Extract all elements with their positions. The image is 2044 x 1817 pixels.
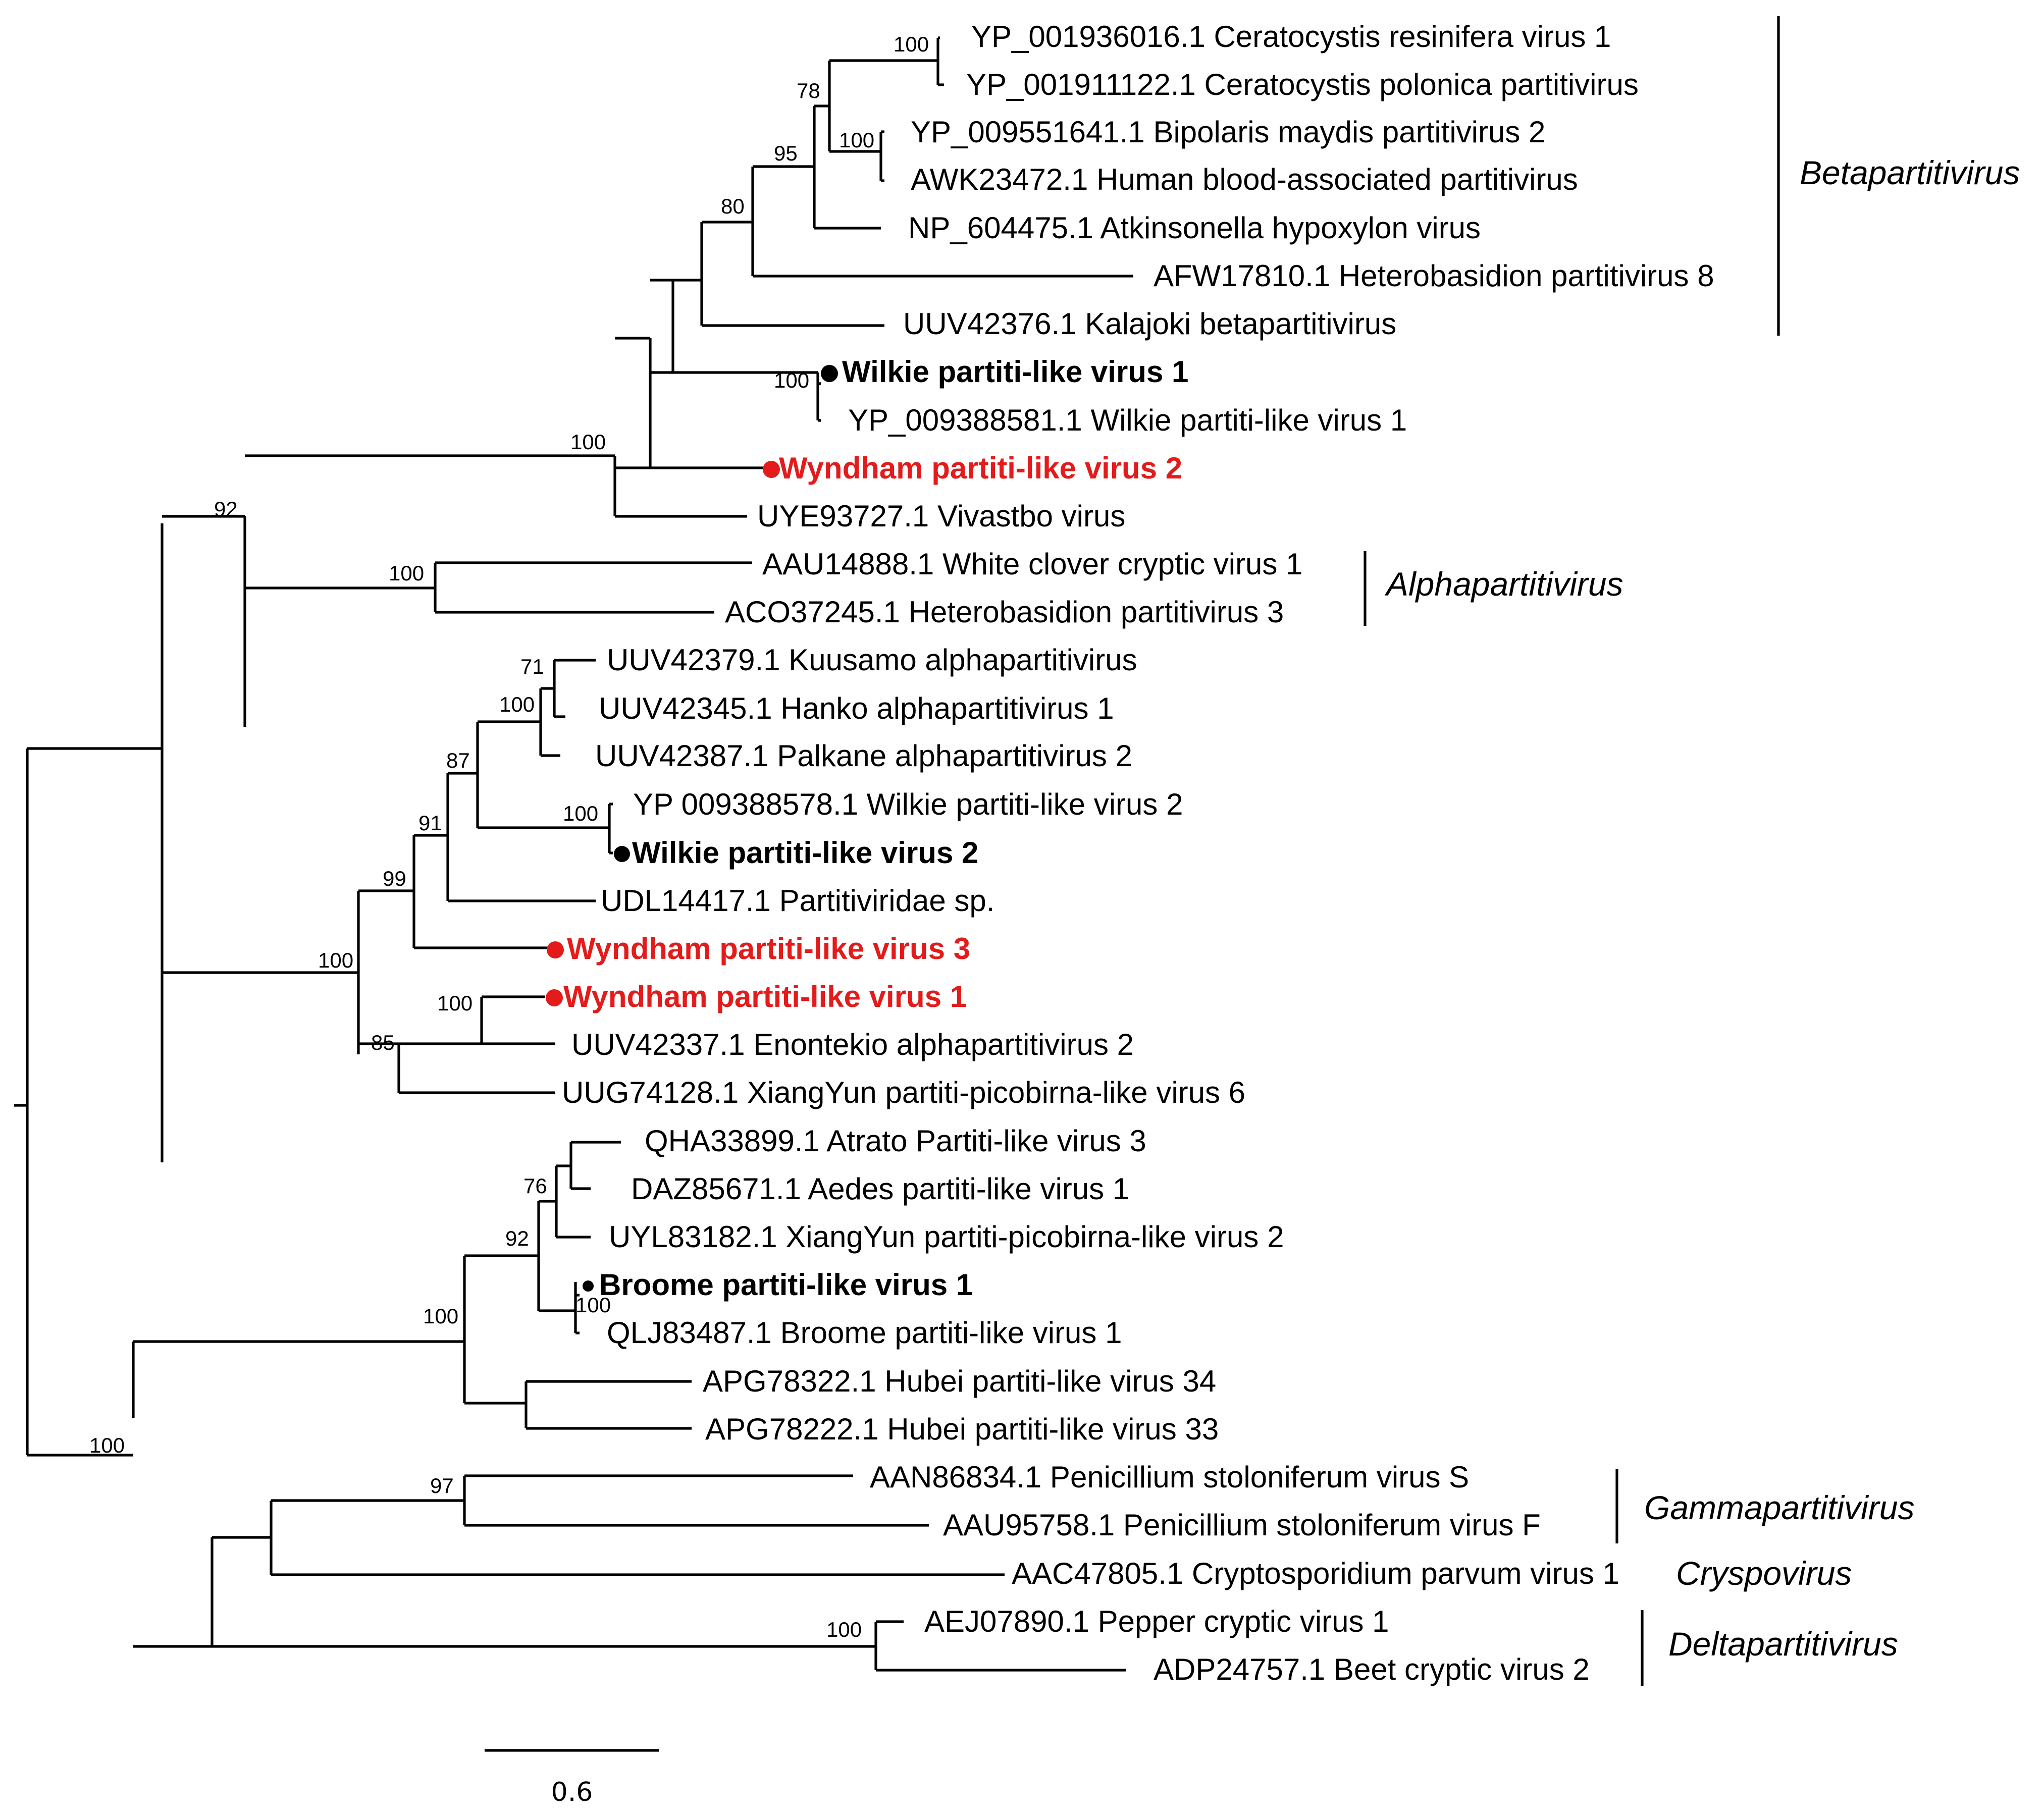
tip-label: NP_604475.1 Atkinsonella hypoxylon virus [908, 211, 1481, 245]
tip-label: ADP24757.1 Beet cryptic virus 2 [1154, 1652, 1590, 1686]
tip-label: UUV42379.1 Kuusamo alphapartitivirus [607, 643, 1137, 677]
tip-label: UUG74128.1 XiangYun partiti-picobirna-li… [562, 1076, 1245, 1109]
tip-label: UDL14417.1 Partitiviridae sp. [601, 884, 994, 918]
genus-labels: Betapartitivirus Alphapartitivirus Gamma… [1384, 154, 2020, 1663]
bootstrap-values: 100 78 100 95 80 100 100 92 100 71 100 8… [89, 32, 929, 1641]
tip-label: QLJ83487.1 Broome partiti-like virus 1 [607, 1316, 1122, 1350]
tip-label: AAU14888.1 White clover cryptic virus 1 [762, 547, 1302, 581]
tip-marker-dot [763, 461, 780, 478]
genus-label-alphapartitivirus: Alphapartitivirus [1384, 565, 1623, 603]
tip-label: AAU95758.1 Penicillium stoloniferum viru… [943, 1508, 1541, 1542]
bootstrap-value: 100 [437, 991, 473, 1015]
tip-label: Wilkie partiti-like virus 2 [632, 836, 978, 870]
tip-marker-dot [614, 846, 630, 862]
bootstrap-value: 100 [826, 1618, 862, 1641]
bootstrap-value: 92 [505, 1226, 529, 1250]
tip-label: YP_001911122.1 Ceratocystis polonica par… [966, 68, 1639, 101]
bootstrap-value: 100 [389, 561, 424, 585]
genus-label-gammapartitivirus: Gammapartitivirus [1644, 1489, 1914, 1526]
tip-label: Wilkie partiti-like virus 1 [842, 355, 1188, 389]
bootstrap-value: 78 [797, 79, 820, 102]
tip-label: DAZ85671.1 Aedes partiti-like virus 1 [631, 1172, 1129, 1206]
genus-label-cryspovirus: Cryspovirus [1676, 1555, 1852, 1592]
tip-label: UYL83182.1 XiangYun partiti-picobirna-li… [609, 1220, 1284, 1254]
bootstrap-value: 100 [499, 692, 535, 716]
bootstrap-value: 100 [894, 32, 929, 56]
tip-label: AWK23472.1 Human blood-associated partit… [911, 163, 1578, 196]
bootstrap-value: 100 [318, 948, 353, 972]
bootstrap-value: 100 [89, 1433, 125, 1457]
tip-label: ACO37245.1 Heterobasidion partitivirus 3 [725, 595, 1284, 629]
tip-labels: YP_001936016.1 Ceratocystis resinifera v… [562, 20, 1714, 1686]
tip-label: YP_009388581.1 Wilkie partiti-like virus… [848, 403, 1407, 437]
tip-label: YP_009551641.1 Bipolaris maydis partitiv… [911, 115, 1545, 149]
tip-label: QHA33899.1 Atrato Partiti-like virus 3 [645, 1124, 1146, 1158]
bootstrap-value: 85 [371, 1031, 395, 1054]
bootstrap-value: 100 [563, 801, 598, 825]
bootstrap-value: 76 [523, 1174, 547, 1198]
tip-label: YP 009388578.1 Wilkie partiti-like virus… [633, 787, 1183, 821]
genus-label-betapartitivirus: Betapartitivirus [1800, 154, 2020, 191]
tip-label: UUV42376.1 Kalajoki betapartitivirus [903, 307, 1396, 341]
tip-marker-dot [546, 989, 563, 1006]
bootstrap-value: 100 [774, 368, 809, 392]
tip-label: Wyndham partiti-like virus 2 [779, 451, 1182, 485]
bootstrap-value: 71 [520, 655, 544, 678]
genus-brackets [1364, 16, 1780, 1686]
bootstrap-value: 92 [214, 497, 238, 521]
tip-label: YP_001936016.1 Ceratocystis resinifera v… [971, 20, 1611, 54]
scale-bar-label: 0.6 [551, 1777, 593, 1807]
tip-label: Wyndham partiti-like virus 3 [567, 932, 970, 966]
bootstrap-value: 99 [383, 867, 406, 890]
tip-label: APG78222.1 Hubei partiti-like virus 33 [705, 1412, 1219, 1446]
tip-label: AFW17810.1 Heterobasidion partitivirus 8 [1154, 259, 1714, 293]
tip-label: AEJ07890.1 Pepper cryptic virus 1 [924, 1605, 1389, 1638]
bootstrap-value: 87 [446, 749, 470, 772]
bootstrap-value: 100 [423, 1304, 458, 1328]
bootstrap-value: 91 [418, 811, 442, 835]
tip-marker-dot [547, 941, 564, 958]
bootstrap-value: 100 [839, 128, 874, 152]
tip-label: Broome partiti-like virus 1 [599, 1268, 973, 1302]
bootstrap-value: 100 [575, 1293, 611, 1317]
tip-label: AAN86834.1 Penicillium stoloniferum viru… [870, 1460, 1469, 1494]
scale-bar: 0.6 [485, 1749, 659, 1807]
tip-marker-dot [821, 365, 838, 382]
bootstrap-value: 80 [721, 194, 745, 218]
tip-label: UYE93727.1 Vivastbo virus [757, 499, 1125, 533]
tip-label: UUV42345.1 Hanko alphapartitivirus 1 [599, 691, 1114, 725]
tip-label: UUV42387.1 Palkane alphapartitivirus 2 [595, 739, 1132, 773]
tip-marker-dot [583, 1280, 594, 1292]
tip-label: AAC47805.1 Cryptosporidium parvum virus … [1012, 1557, 1619, 1590]
tip-label: Wyndham partiti-like virus 1 [563, 980, 967, 1013]
genus-label-deltapartitivirus: Deltapartitivirus [1668, 1625, 1898, 1663]
tip-label: UUV42337.1 Enontekio alphapartitivirus 2 [571, 1028, 1134, 1061]
bootstrap-value: 95 [774, 141, 798, 165]
tip-markers [546, 365, 838, 1292]
tree-branches [14, 36, 1133, 1672]
tip-label: APG78322.1 Hubei partiti-like virus 34 [703, 1364, 1216, 1398]
bootstrap-value: 100 [570, 430, 606, 454]
bootstrap-value: 97 [430, 1474, 454, 1498]
